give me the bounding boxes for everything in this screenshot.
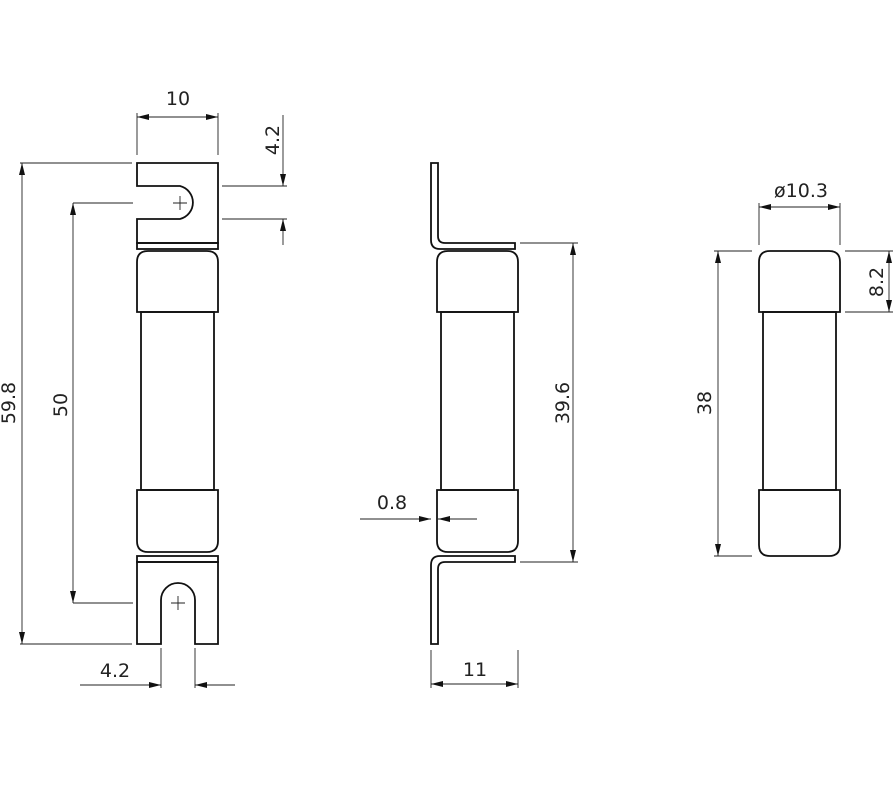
bottom-hole-center-mark (171, 596, 185, 610)
side-tube (440, 311, 515, 491)
bracket-thickness-dimension: 0.8 (377, 492, 407, 514)
top-cap (136, 250, 219, 313)
cap-length-dimension: 8.2 (866, 267, 888, 297)
depth-dimension: 11 (463, 659, 487, 681)
top-slot-dimension: 4.2 (262, 125, 284, 155)
cartridge-bottom-cap (758, 489, 841, 557)
bottom-slot-dimension: 4.2 (100, 660, 130, 682)
top-tab (136, 162, 219, 244)
fuse-tube (140, 311, 215, 491)
hole-spacing-dimension: 50 (50, 393, 72, 417)
body-length-dimension: 39.6 (552, 382, 574, 424)
bottom-bracket (430, 555, 516, 645)
width-dimension: 10 (166, 88, 190, 110)
front-view: 10 4.2 59.8 50 4.2 (0, 88, 287, 688)
side-top-cap (436, 250, 519, 313)
cartridge-top-cap (758, 250, 841, 313)
top-strip (136, 242, 219, 250)
cartridge-tube (762, 311, 837, 491)
cartridge-view: ø10.3 8.2 38 (694, 180, 893, 557)
bottom-tab (136, 561, 219, 645)
top-hole-center-mark (173, 196, 187, 210)
diameter-dimension: ø10.3 (774, 180, 828, 202)
side-bottom-cap (436, 489, 519, 553)
bottom-cap (136, 489, 219, 553)
overall-length-dimension: 59.8 (0, 382, 20, 424)
length-dimension: 38 (694, 391, 716, 415)
top-bracket (430, 162, 516, 250)
side-view: 39.6 0.8 11 (360, 162, 578, 688)
